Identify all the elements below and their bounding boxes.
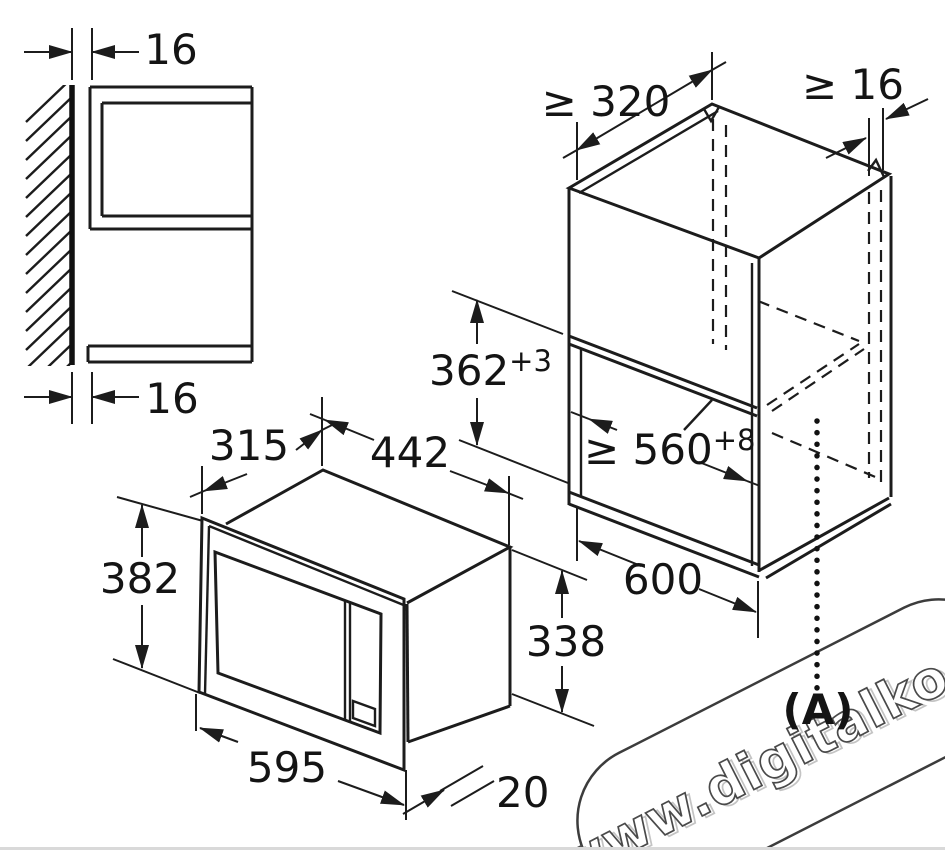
- dim-wall-bottom-gap: 16: [24, 372, 199, 424]
- dim-niche-width-label: ≥ 560+8: [584, 423, 755, 474]
- microwave-front-frame: [197, 515, 406, 773]
- dim-rear-gap: ≥ 16: [802, 60, 929, 176]
- dim-microwave-depth-label: 315: [209, 421, 289, 470]
- niche-floor-front-edge: [568, 490, 760, 567]
- dim-front-width-label: 595: [247, 743, 327, 792]
- front-panel-bottom-edge: [568, 334, 758, 410]
- dim-frame-overhang-label: 20: [496, 768, 549, 817]
- section-label: (A): [783, 685, 854, 734]
- dim-wall-bottom-gap-label: 16: [145, 374, 198, 423]
- wall-hatching: [25, 85, 73, 366]
- microwave-display: [351, 699, 377, 728]
- dim-body-height-label: 338: [526, 617, 606, 666]
- dim-front-height-label: 382: [100, 554, 180, 603]
- dim-front-width: 595: [195, 694, 407, 820]
- dim-body-width: 442: [309, 413, 524, 545]
- dim-niche-height: 362+3: [429, 290, 569, 484]
- scan-edge: [0, 847, 945, 850]
- dim-niche-depth: ≥ 320: [542, 52, 727, 180]
- dim-wall-top-gap: 16: [24, 25, 198, 80]
- cabinet-side-profile: [86, 85, 254, 364]
- dim-front-height: 382: [100, 496, 204, 694]
- cabinet-top-notch-right: [867, 157, 886, 178]
- wall-section-view: [25, 85, 254, 366]
- watermark: www.digitalko.hu www.digitalko.hu: [547, 598, 945, 850]
- dim-frame-overhang: 20: [402, 765, 549, 817]
- microwave-isometric: [197, 468, 514, 773]
- dim-body-width-label: 442: [370, 428, 450, 477]
- watermark-text: www.digitalko.hu: [548, 603, 945, 850]
- cabinet-isometric: [565, 102, 893, 580]
- microwave-body-top: [225, 468, 514, 605]
- dim-niche-width: ≥ 560+8: [570, 411, 761, 487]
- watermark-pill-outline: [576, 598, 945, 850]
- cabinet-bottom-right-edge: [759, 496, 890, 572]
- dim-niche-depth-label: ≥ 320: [542, 77, 671, 126]
- dim-wall-top-gap-label: 16: [144, 25, 197, 74]
- dim-body-height: 338: [511, 549, 606, 727]
- section-axis: (A): [783, 418, 854, 734]
- dim-microwave-depth: 315: [189, 397, 339, 514]
- dim-cabinet-width: 600: [576, 507, 759, 638]
- cabinet-hidden-edges: [711, 119, 883, 482]
- microwave-door-window: [213, 549, 383, 736]
- dim-cabinet-width-label: 600: [623, 555, 703, 604]
- dim-rear-gap-label: ≥ 16: [802, 60, 904, 109]
- dim-niche-height-label: 362+3: [429, 344, 552, 395]
